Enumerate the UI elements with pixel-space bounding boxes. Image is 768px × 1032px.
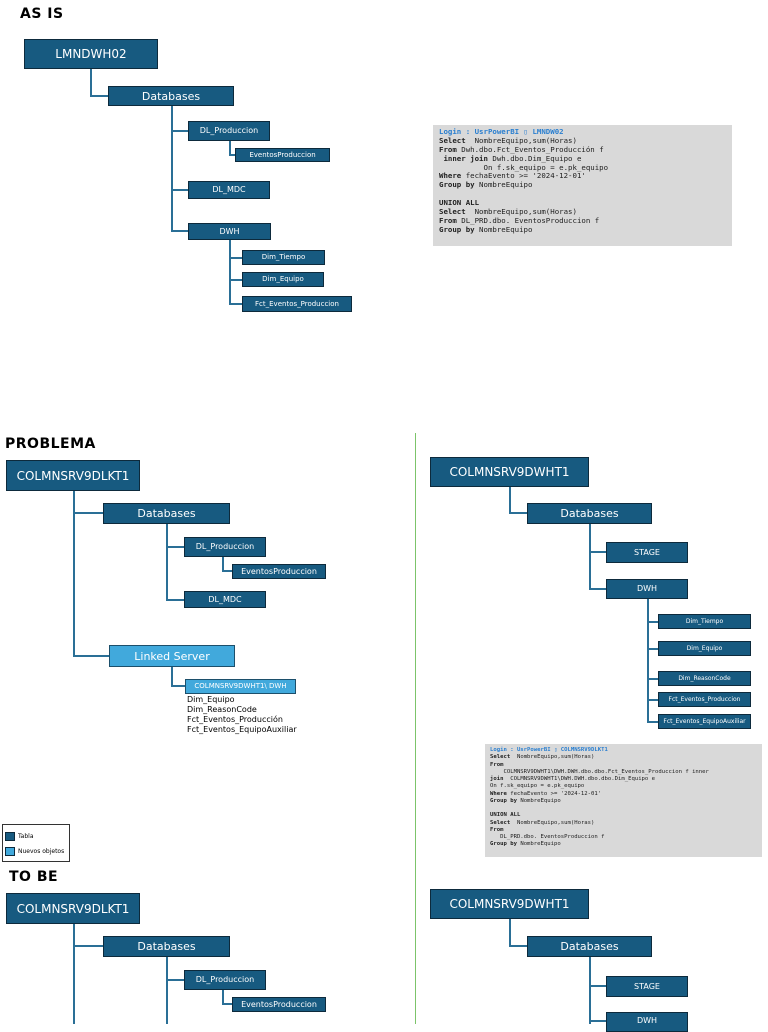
sql-line: COLMNSRV9DWHT1\DWH.DWH.dbo.dbo.Fct_Event…: [490, 768, 709, 775]
linked-target-node: COLMNSRV9DWHT1\ DWH: [185, 679, 296, 694]
db-node: DL_MDC: [184, 591, 266, 608]
server-node: COLMNSRV9DLKT1: [6, 460, 140, 491]
databases-node: Databases: [108, 86, 234, 106]
table-node: Fct_Eventos_Produccion: [658, 692, 751, 707]
db-node: STAGE: [606, 542, 688, 563]
sql-line: Group by NombreEquipo: [490, 797, 561, 804]
legend-item: Tabla: [5, 832, 34, 841]
legend: Tabla Nuevos objetos: [2, 824, 70, 862]
sql-line: From DL_PRD.dbo. EventosProduccion f: [439, 215, 600, 225]
list-item: Dim_ReasonCode: [187, 705, 257, 714]
list-item: Fct_Eventos_EquipoAuxiliar: [187, 725, 297, 734]
table-node: Fct_Eventos_Produccion: [242, 296, 352, 312]
table-node: EventosProduccion: [232, 564, 326, 579]
table-node: Dim_ReasonCode: [658, 671, 751, 686]
sql-line: inner join Dwh.dbo.Dim_Equipo e: [443, 153, 582, 163]
sql-line: UNION ALL: [490, 812, 521, 819]
sql-line: Group by NombreEquipo: [439, 224, 533, 234]
section-title-problema: PROBLEMA: [5, 436, 96, 452]
sql-line: On f.sk_equipo = e.pk_equipo: [439, 162, 609, 172]
sql-line: From Dwh.dbo.Fct_Eventos_Producción f: [439, 144, 604, 154]
db-node: DL_Produccion: [184, 970, 266, 990]
sql-line: UNION ALL: [439, 198, 480, 207]
db-node: DWH: [188, 223, 271, 240]
db-node: DL_MDC: [188, 181, 270, 199]
db-node: STAGE: [606, 976, 688, 997]
sql-line: Select NombreEquipo,sum(Horas): [490, 754, 595, 761]
databases-node: Databases: [527, 936, 652, 957]
sql-login-line: Login : UsrPowerBI ▯ COLMNSRV9DLKT1: [490, 747, 608, 753]
table-node: Dim_Tiempo: [658, 614, 751, 629]
list-item: Dim_Equipo: [187, 695, 235, 704]
sql-line: Group by NombreEquipo: [490, 841, 561, 848]
server-node: COLMNSRV9DLKT1: [6, 893, 140, 924]
legend-item: Nuevos objetos: [5, 847, 64, 856]
section-title-as-is: AS IS: [20, 6, 64, 22]
linked-server-node: Linked Server: [109, 645, 235, 667]
sql-line: join COLMNSRV9DWHT1\DWH.DWH.dbo.dbo.Dim_…: [490, 776, 656, 783]
sql-line: Select NombreEquipo,sum(Horas): [439, 206, 577, 216]
sql-line: Select NombreEquipo,sum(Horas): [490, 819, 595, 826]
divider: [415, 433, 416, 1024]
db-node: DL_Produccion: [184, 537, 266, 557]
sql-line: On f.sk_equipo = e.pk_equipo: [490, 783, 585, 790]
list-item: Fct_Eventos_Producción: [187, 715, 283, 724]
table-node: EventosProduccion: [232, 997, 326, 1012]
server-node: LMNDWH02: [24, 39, 158, 69]
databases-node: Databases: [527, 503, 652, 524]
table-node: Dim_Equipo: [242, 272, 324, 287]
table-node: EventosProduccion: [235, 148, 330, 162]
sql-line: From: [490, 826, 504, 833]
server-node: COLMNSRV9DWHT1: [430, 889, 589, 919]
sql-line: Where fechaEvento >= '2024-12-01': [490, 790, 602, 797]
linked-items-list: Dim_Equipo Dim_ReasonCode Fct_Eventos_Pr…: [187, 695, 297, 735]
sql-line: DL_PRD.dbo. EventosProduccion f: [490, 834, 605, 841]
db-node: DWH: [606, 579, 688, 599]
table-node: Fct_Eventos_EquipoAuxiliar: [658, 714, 751, 729]
sql-line: Group by NombreEquipo: [439, 180, 533, 190]
section-title-to-be: TO BE: [9, 869, 59, 885]
sql-line: [490, 805, 757, 812]
sql-line: [439, 190, 726, 199]
sql-line: Select NombreEquipo,sum(Horas): [439, 135, 577, 145]
db-node: DL_Produccion: [188, 121, 270, 141]
server-node: COLMNSRV9DWHT1: [430, 457, 589, 487]
databases-node: Databases: [103, 936, 230, 957]
db-node: DWH: [606, 1012, 688, 1032]
table-node: Dim_Tiempo: [242, 250, 325, 265]
table-node: Dim_Equipo: [658, 641, 751, 656]
sql-line: Where fechaEvento >= '2024-12-01': [439, 171, 586, 181]
sql-login-line: Login : UsrPowerBI ▯ LMNDW02: [439, 127, 564, 136]
sql-line: From: [490, 761, 504, 768]
databases-node: Databases: [103, 503, 230, 524]
